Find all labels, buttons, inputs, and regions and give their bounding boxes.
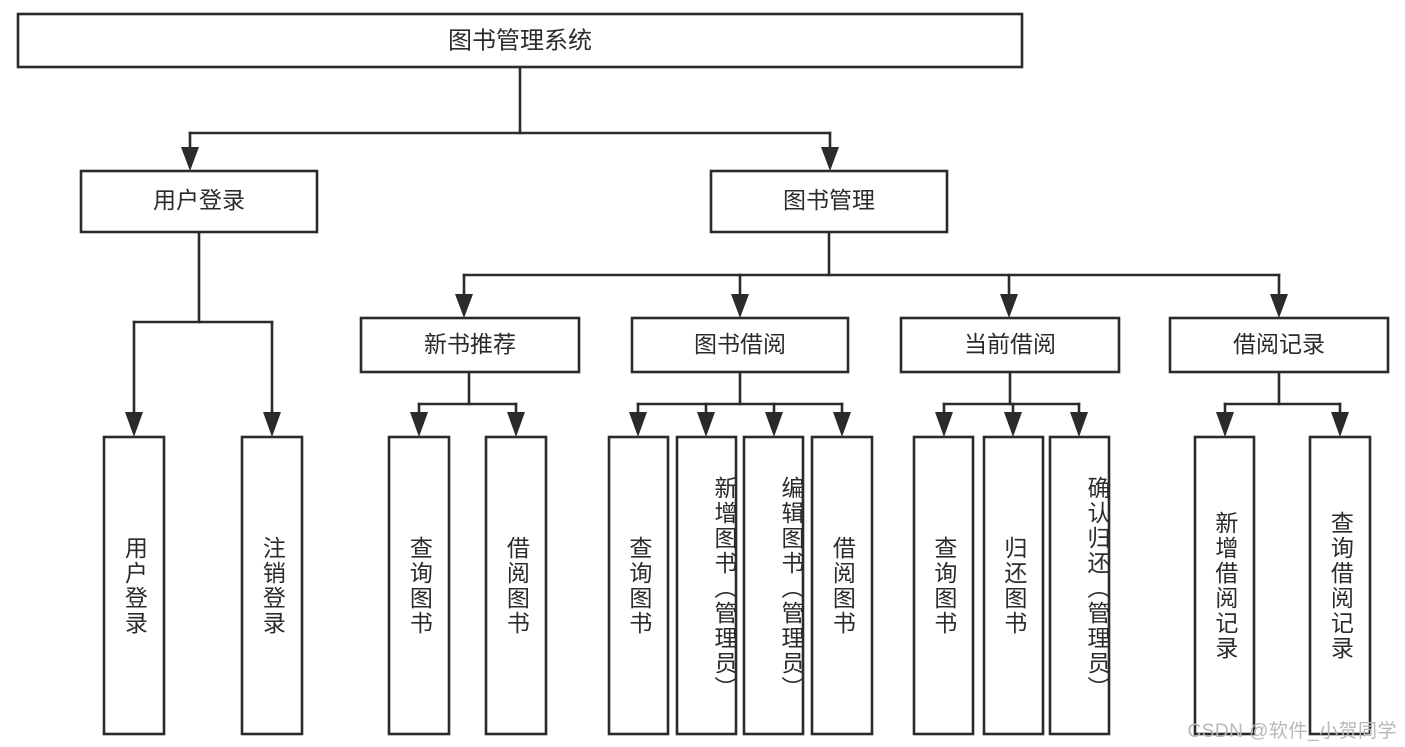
node-book-borrow[interactable]: 图书借阅 xyxy=(630,316,850,374)
node-new-book-rec-label: 新书推荐 xyxy=(424,331,516,357)
arrowhead-current-borrow xyxy=(1000,294,1018,318)
node-borrow-record-label: 借阅记录 xyxy=(1233,331,1325,357)
node-leaf-user-login-box[interactable] xyxy=(102,435,166,736)
arrowhead-leaf-return-book xyxy=(1004,412,1022,437)
node-leaf-query-book-new-box[interactable] xyxy=(387,435,451,736)
node-leaf-query-record-box[interactable] xyxy=(1308,435,1372,736)
arrowhead-leaf-borrow-book-new xyxy=(507,412,525,437)
node-book-manage[interactable]: 图书管理 xyxy=(709,169,949,234)
connectors xyxy=(125,65,1349,437)
arrowhead-leaf-user-login xyxy=(125,412,143,437)
arrowhead-leaf-confirm-return xyxy=(1070,412,1088,437)
node-leaf-edit-book-box[interactable] xyxy=(742,435,805,736)
arrowhead-leaf-query-record xyxy=(1331,412,1349,437)
arrowhead-new-book-rec xyxy=(455,294,473,318)
arrowhead-book-borrow xyxy=(731,294,749,318)
node-borrow-record[interactable]: 借阅记录 xyxy=(1168,316,1390,374)
node-leaf-borrow-book-box[interactable] xyxy=(810,435,874,736)
arrowhead-book-manage xyxy=(821,147,839,171)
arrowhead-leaf-edit-book xyxy=(765,412,783,437)
node-leaf-query-book-current-box[interactable] xyxy=(912,435,975,736)
node-book-manage-box[interactable] xyxy=(709,169,949,234)
arrowhead-leaf-query-book-current xyxy=(935,412,953,437)
node-new-book-rec-box[interactable] xyxy=(359,316,581,374)
node-root-box[interactable] xyxy=(16,12,1024,69)
node-user-login-box[interactable] xyxy=(79,169,319,234)
node-root-label: 图书管理系统 xyxy=(448,27,592,54)
node-leaf-add-book-box[interactable] xyxy=(675,435,738,736)
node-leaf-borrow-book-new-box[interactable] xyxy=(484,435,548,736)
arrowhead-leaf-user-logout xyxy=(263,412,281,437)
node-book-borrow-label: 图书借阅 xyxy=(694,331,786,357)
leaf-boxes xyxy=(102,435,1372,736)
node-book-borrow-box[interactable] xyxy=(630,316,850,374)
node-borrow-record-box[interactable] xyxy=(1168,316,1390,374)
node-user-login-label: 用户登录 xyxy=(153,187,245,213)
node-leaf-return-book-box[interactable] xyxy=(982,435,1045,736)
arrowhead-leaf-query-book-borrow xyxy=(629,412,647,437)
node-current-borrow-box[interactable] xyxy=(899,316,1121,374)
arrowhead-borrow-record xyxy=(1270,294,1288,318)
node-current-borrow-label: 当前借阅 xyxy=(964,331,1056,357)
node-current-borrow[interactable]: 当前借阅 xyxy=(899,316,1121,374)
node-new-book-rec[interactable]: 新书推荐 xyxy=(359,316,581,374)
node-user-login[interactable]: 用户登录 xyxy=(79,169,319,234)
watermark-text: CSDN @软件_小贺同学 xyxy=(1187,721,1397,742)
node-book-manage-label: 图书管理 xyxy=(783,187,875,213)
arrowhead-user-login xyxy=(181,147,199,171)
arrowhead-leaf-add-book xyxy=(697,412,715,437)
node-leaf-add-record-box[interactable] xyxy=(1193,435,1256,736)
arrowhead-leaf-borrow-book xyxy=(833,412,851,437)
arrowhead-leaf-query-book-new xyxy=(410,412,428,437)
node-leaf-user-logout-box[interactable] xyxy=(240,435,304,736)
node-leaf-query-book-borrow-box[interactable] xyxy=(607,435,670,736)
node-root[interactable]: 图书管理系统 xyxy=(16,12,1024,69)
arrowhead-leaf-add-record xyxy=(1216,412,1234,437)
node-leaf-confirm-return-box[interactable] xyxy=(1048,435,1111,736)
